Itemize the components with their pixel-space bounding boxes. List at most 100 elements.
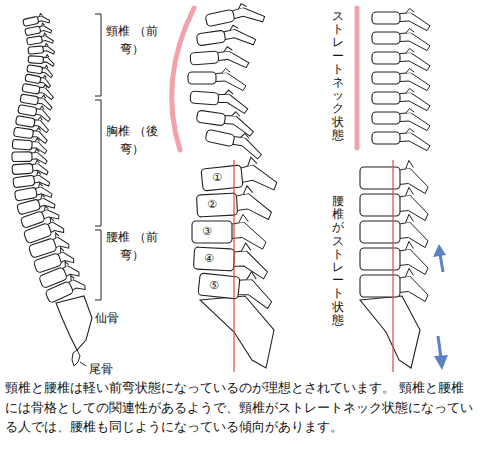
vertebra (372, 48, 430, 70)
articular-process (43, 33, 46, 36)
vertebral-body (190, 91, 219, 105)
vertebral-body (360, 194, 400, 216)
articular-process (238, 3, 247, 9)
vertebral-body (28, 46, 44, 54)
vertebra (195, 107, 256, 137)
articular-process (224, 46, 233, 51)
vertical-caption: 腰椎がストレート状態 (332, 195, 344, 327)
vertebral-body (25, 26, 41, 36)
vertebral-arch (216, 50, 249, 70)
sacrum (360, 296, 420, 368)
straight-line (355, 8, 360, 148)
lumbar-ideal (192, 155, 278, 368)
vertebral-body (22, 83, 40, 94)
articular-process (49, 217, 54, 223)
articular-process (35, 138, 39, 142)
articular-process (241, 133, 250, 139)
sacrum (56, 296, 92, 350)
articular-process (41, 23, 45, 26)
articular-process (406, 48, 414, 53)
articular-process (35, 149, 39, 153)
articular-process (40, 106, 45, 110)
vertebral-arch (398, 13, 430, 31)
articular-process (39, 13, 43, 16)
vertebral-body (18, 105, 37, 117)
vertebral-arch (234, 192, 271, 221)
vertebral-body (196, 193, 237, 217)
callout-number: ③ (202, 226, 212, 237)
vertebra (204, 126, 265, 160)
leader-line (80, 362, 86, 366)
articular-process (38, 117, 43, 121)
articular-process (406, 108, 414, 113)
vertebral-body (192, 221, 232, 243)
part-label: 尾骨 (89, 362, 113, 376)
vertebra (372, 8, 430, 30)
region-label: 頸椎 （前弯） (104, 22, 160, 58)
vertebra (204, 0, 265, 33)
vertebral-body (205, 9, 235, 27)
vertebral-body (372, 92, 400, 104)
articular-process (241, 243, 251, 252)
vertebral-body (360, 248, 400, 270)
vertebral-body (188, 72, 216, 84)
vertical-caption: ストレートネック状態 (332, 10, 344, 142)
articular-process (406, 128, 414, 133)
vertebral-arch (398, 276, 428, 301)
articular-process (36, 171, 41, 175)
vertebra (372, 108, 430, 130)
coccyx (72, 350, 80, 366)
vertical-reference (392, 160, 393, 372)
vertebral-body (372, 72, 400, 84)
arrow-shaft (438, 336, 441, 358)
vertebral-arch (398, 222, 428, 247)
vertebral-arch (231, 4, 266, 28)
vertebral-body (193, 247, 234, 271)
vertebral-body (205, 129, 235, 147)
vertebral-arch (398, 113, 430, 131)
vertebral-body (13, 127, 33, 139)
vertebra (196, 22, 257, 52)
articular-process (35, 160, 39, 164)
vertebra (22, 12, 50, 29)
vertebral-arch (398, 249, 428, 274)
vertebral-body (12, 163, 33, 174)
articular-process (43, 75, 47, 78)
vertebral-body (372, 132, 400, 144)
vertebra (200, 155, 277, 197)
callout-number: ① (212, 172, 222, 183)
vertebral-body (372, 112, 400, 124)
vertebra (372, 68, 430, 90)
vertical-reference (233, 160, 234, 372)
articular-process (247, 157, 257, 166)
articular-process (406, 241, 414, 249)
articular-process (406, 68, 414, 73)
articular-process (232, 111, 241, 117)
articular-process (247, 271, 257, 280)
vertebral-body (12, 152, 32, 162)
vertebral-arch (214, 73, 246, 91)
vertebra (26, 32, 53, 47)
sacrum (200, 296, 274, 368)
vertebral-body (12, 139, 32, 150)
vertebral-body (14, 187, 37, 201)
vertebral-body (360, 221, 400, 243)
vertebra (12, 149, 47, 165)
vertebra (12, 159, 49, 177)
lumbar-straight (360, 160, 428, 368)
vertebra (190, 45, 249, 71)
vertebral-arch (398, 168, 428, 193)
callout-number: ④ (204, 253, 214, 264)
articular-process (69, 275, 74, 281)
articular-process (406, 88, 414, 93)
articular-process (41, 95, 46, 99)
vertebral-body (196, 30, 225, 46)
vertebral-body (25, 74, 41, 84)
articular-process (406, 8, 414, 13)
region-bracket (95, 100, 101, 226)
vertebral-body (27, 36, 43, 45)
vertebra (192, 214, 266, 249)
articular-process (40, 194, 45, 199)
vertebra (24, 22, 52, 38)
